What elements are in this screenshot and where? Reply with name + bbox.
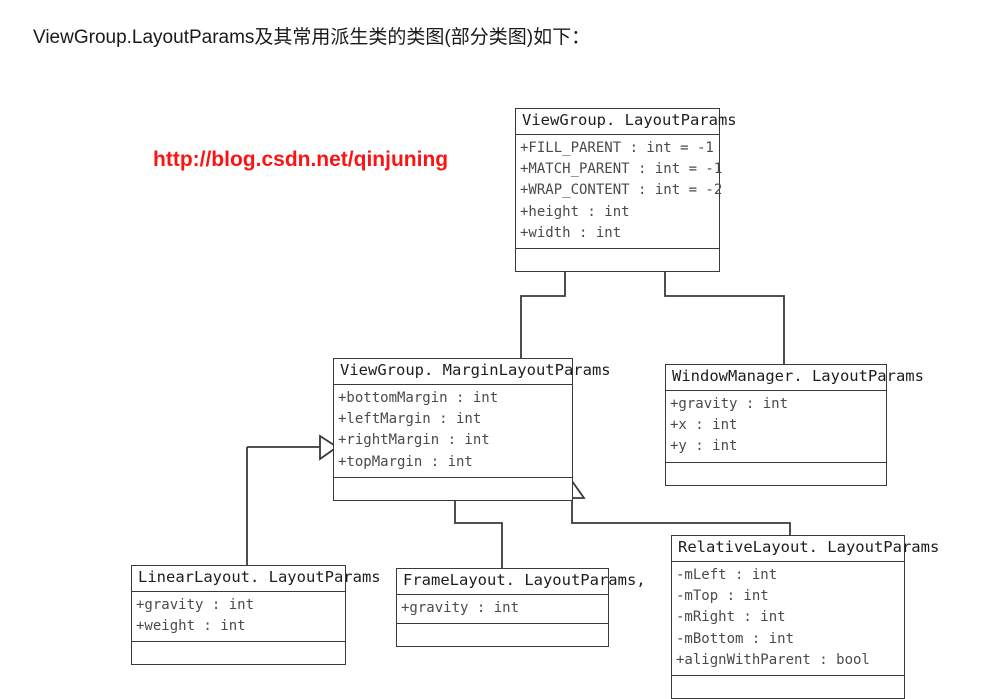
uml-class-linearlayout-layoutparams[interactable]: LinearLayout. LayoutParams +gravity : in… [131, 565, 381, 666]
uml-attributes: +gravity : int +weight : int [132, 592, 345, 643]
uml-attribute: +gravity : int [670, 395, 789, 412]
edge-margin-to-viewgroup [520, 268, 566, 358]
uml-attribute: +x : int [670, 417, 738, 434]
uml-attribute: +FILL_PARENT : int = -1 [520, 139, 714, 156]
uml-class-name: RelativeLayout. LayoutParams [672, 536, 939, 562]
edge-windowmanager-to-viewgroup [664, 268, 785, 364]
uml-attribute: +height : int [520, 203, 630, 220]
uml-attribute: -mLeft : int [676, 566, 778, 583]
arrowhead-linearlayout-to-margin [319, 434, 339, 461]
uml-attribute: +leftMargin : int [338, 411, 482, 428]
uml-methods [397, 624, 608, 646]
uml-attribute: +gravity : int [136, 596, 255, 613]
uml-class-windowmanager-layoutparams[interactable]: WindowManager. LayoutParams +gravity : i… [665, 364, 924, 486]
uml-attribute: -mBottom : int [676, 630, 795, 647]
uml-attribute: +MATCH_PARENT : int = -1 [520, 161, 723, 178]
uml-attribute: +rightMargin : int [338, 432, 490, 449]
uml-class-name: ViewGroup. LayoutParams [516, 109, 737, 135]
uml-attributes: -mLeft : int -mTop : int -mRight : int -… [672, 562, 904, 677]
uml-attribute: +alignWithParent : bool [676, 651, 870, 668]
uml-class-name: WindowManager. LayoutParams [666, 365, 924, 391]
uml-methods [672, 676, 904, 698]
uml-attribute: +WRAP_CONTENT : int = -2 [520, 182, 723, 199]
uml-attributes: +gravity : int +x : int +y : int [666, 391, 886, 463]
uml-methods [334, 478, 572, 500]
uml-attribute: +topMargin : int [338, 453, 473, 470]
uml-methods [132, 642, 345, 664]
uml-attribute: +width : int [520, 224, 622, 241]
uml-class-framelayout-layoutparams[interactable]: FrameLayout. LayoutParams, +gravity : in… [396, 568, 646, 648]
uml-attribute: +gravity : int [401, 599, 520, 616]
uml-methods [666, 463, 886, 485]
uml-class-viewgroup-marginlayoutparams[interactable]: ViewGroup. MarginLayoutParams +bottomMar… [333, 358, 611, 501]
page-title: ViewGroup.LayoutParams及其常用派生类的类图(部分类图)如下… [33, 27, 591, 48]
uml-attributes: +FILL_PARENT : int = -1 +MATCH_PARENT : … [516, 135, 723, 250]
uml-attribute: -mRight : int [676, 609, 786, 626]
edge-relativelayout-to-margin [571, 496, 791, 537]
uml-class-relativelayout-layoutparams[interactable]: RelativeLayout. LayoutParams -mLeft : in… [671, 535, 939, 699]
uml-attributes: +bottomMargin : int +leftMargin : int +r… [334, 385, 572, 478]
uml-methods [516, 249, 719, 271]
uml-attribute: -mTop : int [676, 588, 769, 605]
uml-attribute: +weight : int [136, 618, 246, 635]
edge-framelayout-to-margin [454, 496, 503, 568]
watermark-url: http://blog.csdn.net/qinjuning [153, 148, 449, 171]
uml-attributes: +gravity : int [397, 595, 608, 625]
uml-attribute: +y : int [670, 438, 738, 455]
uml-class-name: LinearLayout. LayoutParams [132, 566, 381, 592]
uml-class-name: FrameLayout. LayoutParams, [397, 569, 646, 595]
uml-class-viewgroup-layoutparams[interactable]: ViewGroup. LayoutParams +FILL_PARENT : i… [515, 108, 737, 273]
uml-class-name: ViewGroup. MarginLayoutParams [334, 359, 611, 385]
uml-attribute: +bottomMargin : int [338, 389, 499, 406]
